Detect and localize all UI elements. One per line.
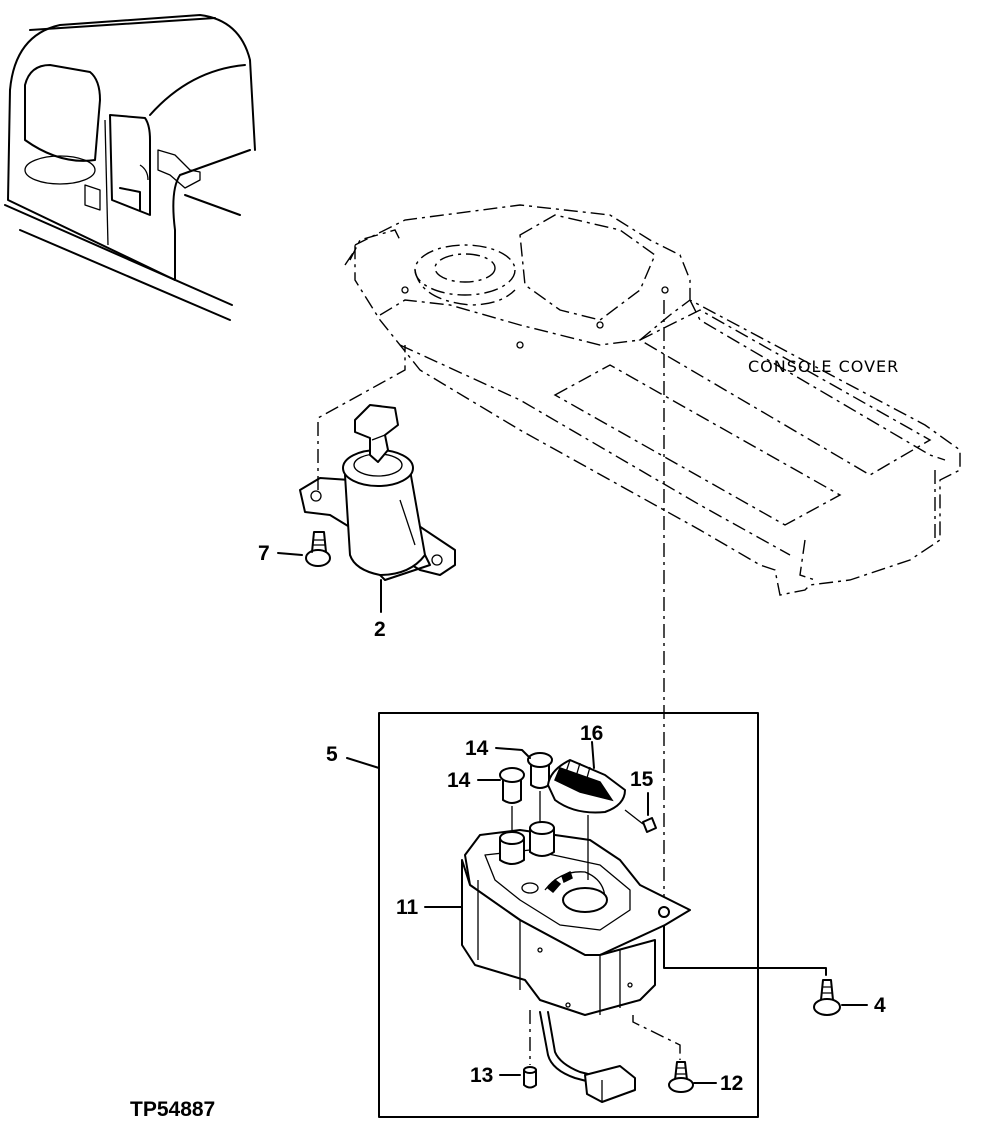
cab-illustration [4,14,256,321]
throttle-controller [461,821,691,1103]
dial-knob-16 [547,759,626,880]
leader-5 [346,757,380,769]
leader-14a [495,747,531,759]
callout-4: 4 [874,994,886,1017]
callout-5: 5 [326,743,338,766]
callout-11: 11 [396,896,419,919]
plug-13 [523,1066,537,1089]
screw-7 [305,531,331,567]
console-cover [344,204,961,596]
key-switch [299,345,456,581]
callout-14b: 14 [447,769,471,792]
callout-16: 16 [580,722,603,745]
callout-13: 13 [470,1064,493,1087]
callout-15: 15 [630,768,654,791]
callout-2: 2 [374,618,386,641]
figure-code: TP54887 [130,1098,215,1121]
console-cover-label: CONSOLE COVER [748,357,899,376]
leader-7 [277,552,303,556]
set-screw-15 [624,809,657,833]
kit-frame [378,712,759,1118]
leader-12-path [632,1015,681,1060]
callout-14a: 14 [465,737,489,760]
leader-4-path [663,909,827,976]
callout-12: 12 [720,1072,743,1095]
screw-4 [813,979,841,1016]
knob-14-left [499,767,525,830]
screw-12 [668,1061,694,1093]
callout-7: 7 [258,542,270,565]
leader-16 [591,741,595,769]
